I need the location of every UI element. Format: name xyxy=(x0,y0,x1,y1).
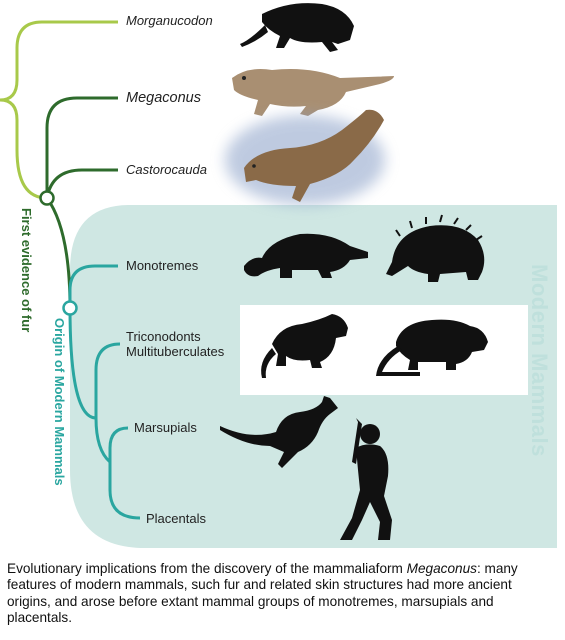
branch-triconodonts xyxy=(94,342,121,418)
branch-morganucodon xyxy=(0,20,118,102)
triconodont-silhouette xyxy=(261,314,348,378)
branch-monotremes xyxy=(68,264,118,308)
megaconus-illustration xyxy=(232,69,394,116)
stem-lower xyxy=(0,98,48,200)
branch-to-origin xyxy=(45,197,72,309)
branch-therian-stem xyxy=(68,307,97,420)
caption-text-start: Evolutionary implications from the disco… xyxy=(7,561,407,576)
branch-megaconus xyxy=(45,96,118,198)
branch-theria xyxy=(94,417,112,464)
taxon-castorocauda: Castorocauda xyxy=(126,162,207,177)
platypus-silhouette xyxy=(244,233,368,278)
node-first-fur xyxy=(39,190,55,206)
echidna-silhouette xyxy=(386,214,485,282)
branch-castorocauda xyxy=(45,168,118,199)
taxon-morganucodon: Morganucodon xyxy=(126,13,213,28)
taxon-monotremes: Monotremes xyxy=(126,258,199,273)
branch-placentals xyxy=(108,462,141,520)
taxon-placentals: Placentals xyxy=(146,511,206,526)
multituberculate-silhouette xyxy=(376,319,488,376)
taxon-megaconus: Megaconus xyxy=(126,90,201,106)
taxon-marsupials: Marsupials xyxy=(134,420,197,435)
caption-text-end: : many features of modern mammals, such … xyxy=(7,561,518,625)
node-origin-modern xyxy=(62,300,78,316)
branch-marsupials xyxy=(108,426,129,462)
castorocauda-illustration xyxy=(225,109,385,205)
kangaroo-silhouette xyxy=(220,396,338,468)
baseball-player-silhouette xyxy=(340,418,392,540)
modern-mammals-label: Modern Mammals xyxy=(527,264,552,457)
morganucodon-silhouette xyxy=(240,3,354,52)
figure-caption: Evolutionary implications from the disco… xyxy=(7,561,559,626)
first-evidence-of-fur-label: First evidence of fur xyxy=(19,208,34,333)
origin-of-modern-mammals-label: Origin of Modern Mammals xyxy=(52,318,67,486)
taxon-multituberculates: Multituberculates xyxy=(126,344,225,359)
caption-genus: Megaconus xyxy=(406,561,477,576)
taxon-triconodonts: Triconodonts xyxy=(126,329,201,344)
